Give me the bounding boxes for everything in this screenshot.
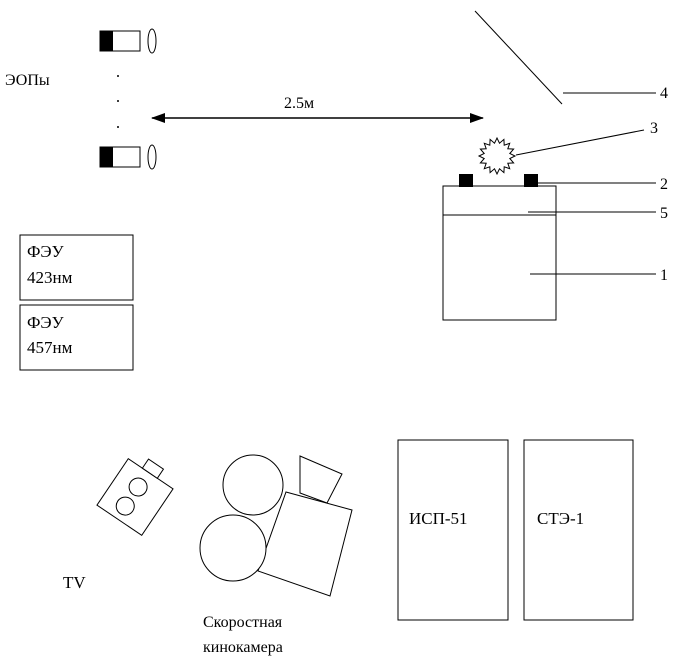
film-camera-label-line2: кинокамера <box>203 639 283 656</box>
tv-camera <box>96 457 174 537</box>
callout-4: 4 <box>660 85 668 102</box>
eop-label: ЭОПы <box>5 72 50 89</box>
pmt-box-423: ФЭУ 423нм <box>19 234 134 301</box>
ste1-label: СТЭ-1 <box>537 509 584 528</box>
spectrograph-label: ИСП-51 <box>409 509 468 528</box>
pmt-box-423-line2: 423нм <box>27 268 73 287</box>
tv-label: TV <box>63 573 86 592</box>
pmt-box-457-line1: ФЭУ <box>27 313 65 332</box>
electrode-left <box>459 174 473 187</box>
vessel <box>442 174 557 321</box>
electrode-right <box>524 174 538 187</box>
eop-dots <box>117 75 119 128</box>
spectrograph-isp51: ИСП-51 <box>397 439 509 621</box>
eop-device-top <box>99 28 157 54</box>
pmt-box-457: ФЭУ 457нм <box>19 304 134 371</box>
ste1-device: СТЭ-1 <box>523 439 634 621</box>
pmt-box-423-line1: ФЭУ <box>27 242 65 261</box>
film-camera <box>199 454 353 597</box>
eop-device-bottom <box>99 144 157 170</box>
callout-1: 1 <box>660 267 668 284</box>
callout-3: 3 <box>650 120 658 137</box>
callout-leaders <box>515 92 656 275</box>
callout-5: 5 <box>660 205 668 222</box>
distance-label: 2.5м <box>284 95 314 112</box>
callout-2: 2 <box>660 176 668 193</box>
mirror-line <box>474 10 563 105</box>
explosion-source <box>477 136 517 176</box>
film-camera-label-line1: Скоростная <box>203 614 283 631</box>
pmt-box-457-line2: 457нм <box>27 338 73 357</box>
